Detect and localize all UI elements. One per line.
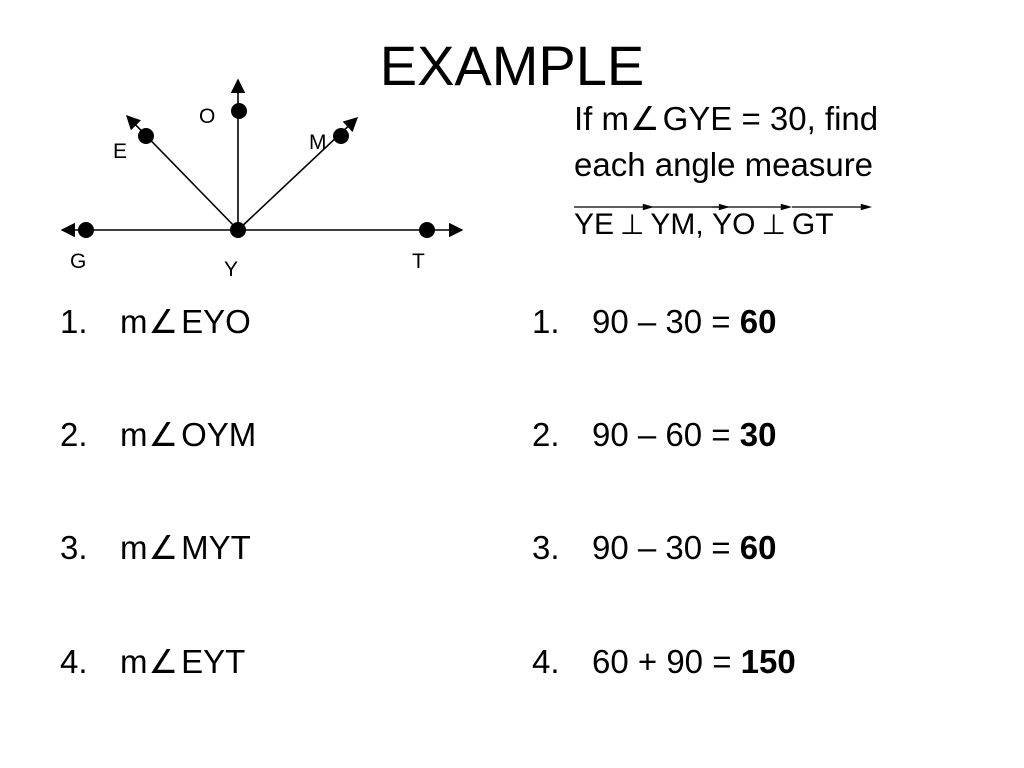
question-prefix: m	[120, 416, 148, 453]
question-prefix: m	[120, 529, 148, 566]
ray-yo-label: YO	[712, 200, 793, 250]
answer-item: 3. 90 – 30 = 60	[532, 528, 776, 568]
question-angle: MYT	[181, 529, 251, 566]
question-angle: EYT	[181, 643, 246, 680]
point-y	[230, 222, 246, 238]
answer-number: 4.	[532, 643, 560, 680]
ray-arrow-icon	[712, 203, 793, 211]
ray-ym-label: YM	[650, 200, 731, 250]
answer-number: 2.	[532, 416, 560, 453]
point-o	[231, 103, 247, 119]
label-m: M	[309, 131, 327, 154]
answer-expression: 90 – 30 =	[592, 529, 740, 566]
label-e: E	[113, 140, 127, 163]
angle-symbol: ∠	[148, 416, 179, 453]
question-number: 1.	[60, 303, 88, 340]
slide-title: EXAMPLE	[379, 34, 645, 97]
ray-gt-text: GT	[791, 208, 834, 241]
question-angle: OYM	[181, 416, 257, 453]
angle-symbol: ∠	[148, 529, 179, 566]
angle-symbol: ∠	[630, 100, 660, 137]
question-number: 4.	[60, 643, 88, 680]
label-g: G	[70, 250, 86, 273]
ray-arrow-icon	[791, 203, 872, 211]
perpendicular-relations: YE⊥YM, YO⊥GT	[574, 200, 872, 250]
ray-ye-text: YE	[574, 208, 615, 241]
label-t: T	[412, 250, 425, 273]
question-item: 4. m∠EYT	[60, 642, 245, 682]
answer-number: 3.	[532, 529, 560, 566]
answer-result: 60	[739, 529, 777, 566]
label-y: Y	[224, 258, 238, 281]
question-number: 2.	[60, 416, 88, 453]
question-prefix: m	[120, 303, 148, 340]
answer-expression: 90 – 60 =	[592, 416, 740, 453]
ray-gt-label: GT	[791, 200, 872, 250]
answer-result: 30	[739, 416, 777, 453]
answer-expression: 60 + 90 =	[592, 643, 741, 680]
problem-statement: If m∠GYE = 30, find each angle measure	[574, 96, 878, 188]
answer-expression: 90 – 30 =	[592, 303, 740, 340]
question-item: 1. m∠EYO	[60, 302, 251, 342]
angle-symbol: ∠	[148, 303, 179, 340]
problem-prefix: If m	[574, 100, 629, 137]
perpendicular-icon: ⊥	[761, 209, 786, 240]
problem-line-2: each angle measure	[574, 146, 874, 183]
angle-diagram: O E M G Y T	[60, 78, 464, 281]
problem-line-1: If m∠GYE = 30, find	[574, 96, 878, 142]
answer-number: 1.	[532, 303, 560, 340]
ray-yo-text: YO	[712, 208, 756, 241]
question-item: 2. m∠OYM	[60, 415, 256, 455]
perpendicular-icon: ⊥	[620, 209, 645, 240]
relation-separator: ,	[695, 208, 704, 241]
label-o: O	[199, 105, 215, 128]
ray-ym-text: YM	[650, 208, 696, 241]
point-t	[419, 222, 435, 238]
answer-result: 60	[739, 303, 777, 340]
question-number: 3.	[60, 529, 88, 566]
point-e	[138, 128, 154, 144]
point-m	[333, 128, 349, 144]
question-prefix: m	[120, 643, 148, 680]
answer-result: 150	[740, 643, 796, 680]
point-g	[78, 222, 94, 238]
ray-arrow-icon	[574, 203, 654, 211]
problem-given: GYE = 30, find	[662, 100, 879, 137]
answer-item: 2. 90 – 60 = 30	[532, 415, 776, 455]
answer-item: 1. 90 – 30 = 60	[532, 302, 776, 342]
angle-symbol: ∠	[148, 643, 179, 680]
question-item: 3. m∠MYT	[60, 528, 251, 568]
question-angle: EYO	[181, 303, 251, 340]
ray-ye-label: YE	[574, 200, 654, 250]
answer-item: 4. 60 + 90 = 150	[532, 642, 796, 682]
